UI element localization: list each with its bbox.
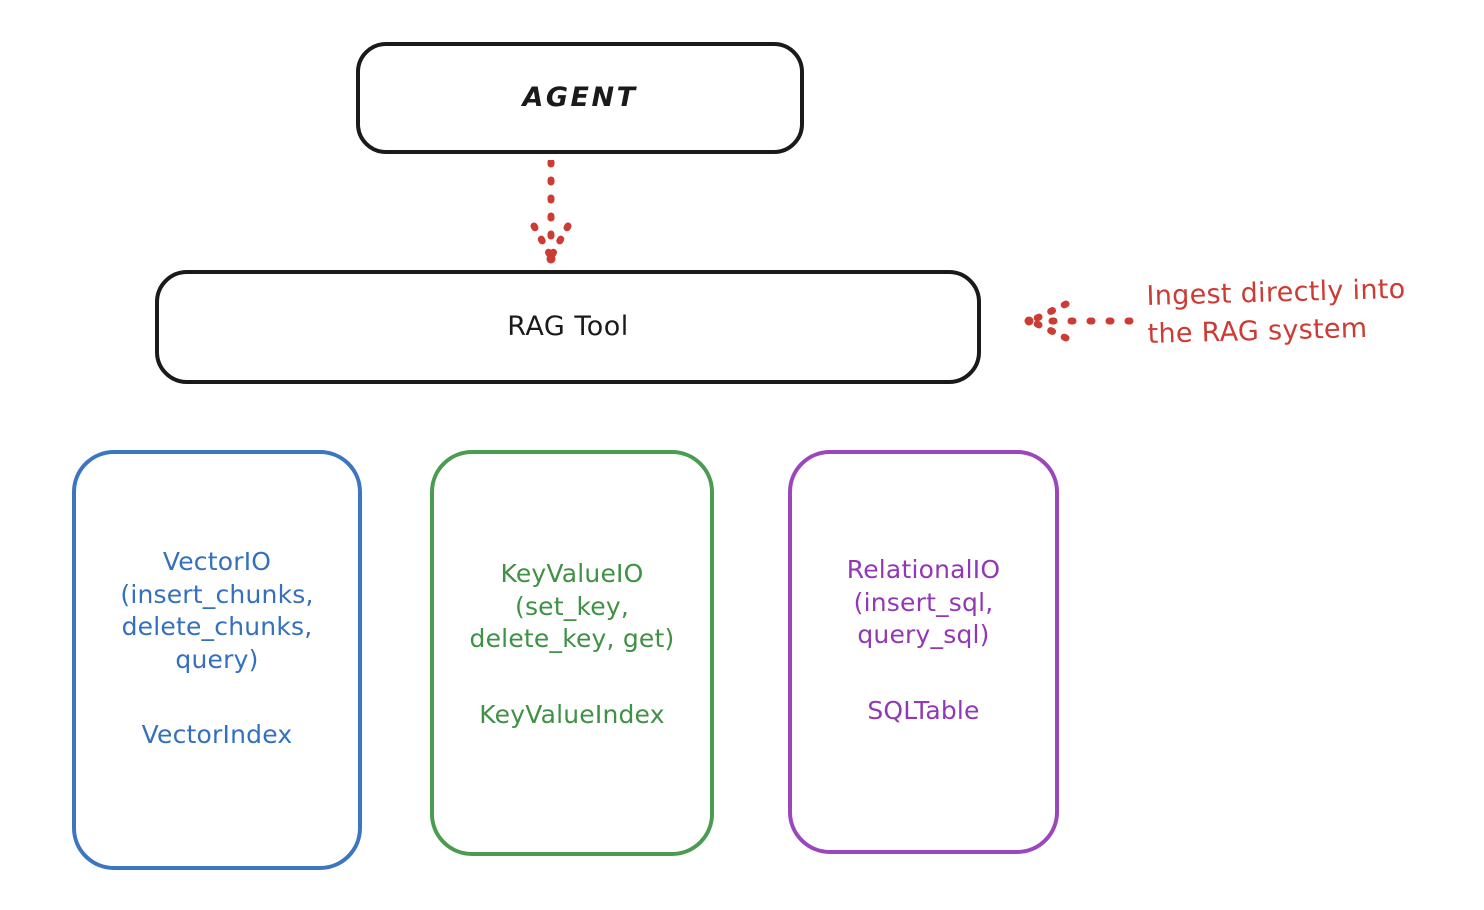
node-vector-io-api-label: VectorIO (insert_chunks, delete_chunks, …	[120, 547, 314, 674]
node-relational-io-api-label: RelationalIO (insert_sql, query_sql)	[846, 555, 1001, 649]
node-key-value-io-index-label: KeyValueIndex	[479, 699, 665, 729]
node-vector-io-index-label: VectorIndex	[141, 720, 293, 749]
node-key-value-io[interactable]: KeyValueIO (set_key, delete_key, get) Ke…	[430, 450, 714, 856]
node-relational-io-index-label: SQLTable	[867, 695, 980, 725]
connector-ingest-note-to-rag-tool	[1024, 300, 1134, 342]
node-relational-io[interactable]: RelationalIO (insert_sql, query_sql) SQL…	[788, 450, 1059, 854]
node-agent-label: AGENT	[522, 82, 638, 114]
connector-agent-to-rag-tool	[530, 160, 572, 264]
node-key-value-io-api-label: KeyValueIO (set_key, delete_key, get)	[469, 559, 675, 653]
node-vector-io[interactable]: VectorIO (insert_chunks, delete_chunks, …	[72, 450, 362, 870]
annotation-ingest-note: Ingest directly into the RAG system	[1146, 273, 1406, 351]
node-rag-tool-label: RAG Tool	[507, 311, 629, 343]
node-rag-tool[interactable]: RAG Tool	[155, 270, 981, 384]
node-agent[interactable]: AGENT	[356, 42, 804, 154]
